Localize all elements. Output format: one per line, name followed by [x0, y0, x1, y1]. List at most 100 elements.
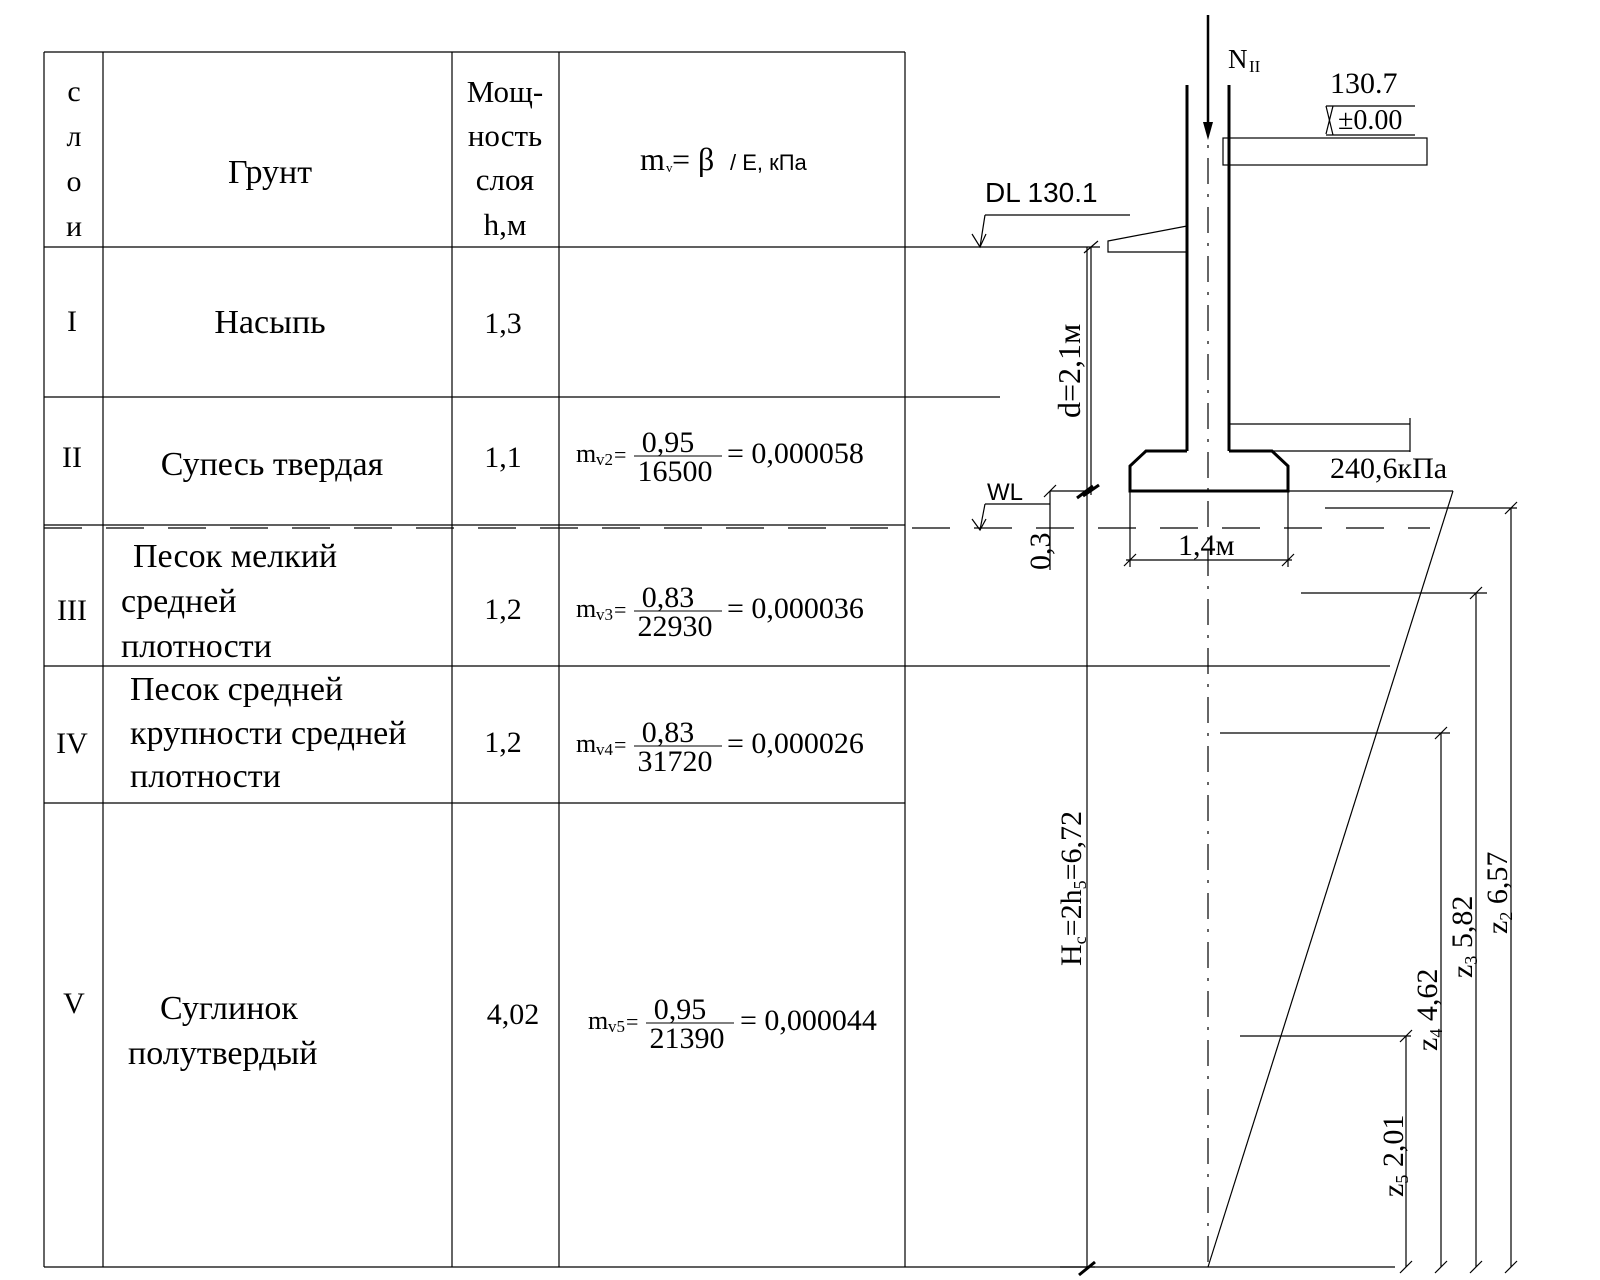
header-formula-sub: v [666, 160, 673, 175]
hc-value: =6,72 [1055, 811, 1088, 880]
table-row: V Суглинок полутвердый 4,02 m v5 = 0,95 … [63, 987, 877, 1072]
mv-symbol: m [576, 594, 596, 623]
z5-value: 2,01 [1377, 1115, 1410, 1168]
mv-equals: = [614, 442, 626, 467]
row-mv-formula: m v5 = 0,95 21390 = 0,000044 [588, 993, 877, 1055]
header-soil: Грунт [228, 154, 312, 191]
row-number: III [57, 594, 87, 627]
header-layer-letter-1: с [67, 75, 80, 108]
row-soil-name: Супесь твердая [161, 446, 384, 483]
wl-offset-label: 0,3 [1024, 533, 1057, 571]
mv-result: = 0,000026 [727, 727, 864, 760]
mv-numerator: 0,95 [654, 993, 707, 1026]
mv-symbol: m [588, 1006, 608, 1035]
mv-numerator: 0,95 [642, 426, 695, 459]
header-thickness-line-3: слоя [476, 162, 534, 197]
header-formula-m: m [640, 141, 665, 177]
z2-symbol: z [1481, 921, 1514, 934]
header-formula-tail: / E, кПа [730, 150, 808, 175]
width-label: 1,4м [1178, 529, 1235, 562]
row-soil-name: Суглинок [160, 990, 298, 1027]
row-thickness: 1,1 [484, 441, 522, 474]
z4-sub: 4 [1426, 1029, 1446, 1038]
mv-equals: = [626, 1009, 638, 1034]
row-soil-name: полутвердый [128, 1035, 317, 1072]
row-thickness: 1,3 [484, 307, 522, 340]
mv-subscript: v5 [608, 1017, 625, 1036]
mv-result: = 0,000044 [740, 1004, 877, 1037]
row-mv-formula: m v2 = 0,95 16500 = 0,000058 [576, 426, 864, 488]
wl-level-mark: WL [971, 479, 1050, 532]
z3-value: 5,82 [1446, 896, 1479, 949]
row-soil-name: Песок средней [130, 671, 343, 708]
foundation [1107, 60, 1428, 1262]
pressure-mark: 240,6кПа [1229, 418, 1447, 485]
row-soil-name: крупности средней [130, 715, 406, 752]
top-level-label: 130.7 [1330, 67, 1398, 100]
hc-label: Hc=2h5=6,72 [1055, 811, 1090, 966]
dl-level-mark: DL 130.1 [971, 177, 1130, 249]
ground-wedge [1107, 225, 1188, 253]
row-number: IV [56, 727, 88, 760]
mv-subscript: v2 [596, 450, 613, 469]
z3-label: z3 5,82 [1446, 896, 1481, 978]
width-dimension: 1,4м [1123, 491, 1295, 567]
row-soil-name: средней [121, 583, 237, 620]
dl-label: DL 130.1 [985, 177, 1098, 208]
load-arrow: N II [1203, 15, 1261, 140]
load-label-sub: II [1249, 57, 1261, 76]
z4-label: z4 4,62 [1411, 969, 1446, 1051]
table-row: I Насыпь 1,3 [67, 304, 522, 341]
row-mv-formula: m v4 = 0,83 31720 = 0,000026 [576, 716, 864, 778]
footing-slab [1128, 449, 1290, 493]
hc-symbol: H [1055, 944, 1088, 966]
header-formula: m v = β / E, кПа [640, 141, 808, 177]
wl-label: WL [987, 479, 1023, 506]
mv-denominator: 31720 [638, 745, 713, 778]
row-mv-formula: m v3 = 0,83 22930 = 0,000036 [576, 581, 864, 643]
zero-level-label: ±0.00 [1338, 105, 1402, 136]
row-number: V [63, 987, 85, 1020]
mv-denominator: 22930 [638, 610, 713, 643]
header-thickness: Мощ- ность слоя h,м [467, 74, 544, 242]
z3-sub: 3 [1461, 956, 1481, 965]
z4-value: 4,62 [1411, 969, 1444, 1022]
header-thickness-line-1: Мощ- [467, 74, 544, 109]
compressible-depth-dimension: Hc=2h5=6,72 [1055, 247, 1096, 1277]
header-layer-letter-4: и [66, 210, 82, 243]
z3-symbol: z [1446, 965, 1479, 978]
row-thickness: 4,02 [487, 998, 540, 1031]
mv-result: = 0,000036 [727, 592, 864, 625]
floor-slab [1222, 137, 1428, 166]
depth-dimension: d=2,1м [1051, 240, 1100, 498]
pressure-label: 240,6кПа [1330, 452, 1447, 485]
header-layer-column: с л о и [66, 75, 82, 243]
table-row: III Песок мелкий средней плотности 1,2 m… [57, 538, 864, 665]
table-row: IV Песок средней крупности средней плотн… [56, 671, 864, 795]
header-thickness-line-2: ность [468, 118, 542, 153]
mv-denominator: 21390 [650, 1022, 725, 1055]
depth-label: d=2,1м [1051, 324, 1087, 418]
level-mark-top: 130.7 ±0.00 [1325, 67, 1415, 136]
row-number: II [62, 441, 82, 474]
z5-label: z5 2,01 [1377, 1115, 1412, 1197]
load-label: N [1228, 44, 1248, 74]
row-soil-name: плотности [130, 758, 281, 795]
z2-value: 6,57 [1481, 852, 1514, 905]
z-dimensions: z5 2,01 z4 4,62 z3 5,82 z2 6,57 [1220, 501, 1518, 1274]
z2-label: z2 6,57 [1481, 852, 1516, 934]
row-soil-name: Песок мелкий [133, 538, 337, 575]
table-row: II Супесь твердая 1,1 m v2 = 0,95 16500 … [62, 426, 864, 488]
z2-sub: 2 [1496, 912, 1516, 921]
mv-equals: = [614, 597, 626, 622]
mv-denominator: 16500 [638, 455, 713, 488]
mv-symbol: m [576, 729, 596, 758]
header-thickness-line-4: h,м [484, 207, 527, 242]
hc-sub: c [1070, 936, 1090, 944]
header-layer-letter-3: о [67, 165, 82, 198]
header-formula-beta: = β [672, 141, 714, 177]
row-number: I [67, 305, 77, 338]
mv-symbol: m [576, 439, 596, 468]
mv-result: = 0,000058 [727, 437, 864, 470]
